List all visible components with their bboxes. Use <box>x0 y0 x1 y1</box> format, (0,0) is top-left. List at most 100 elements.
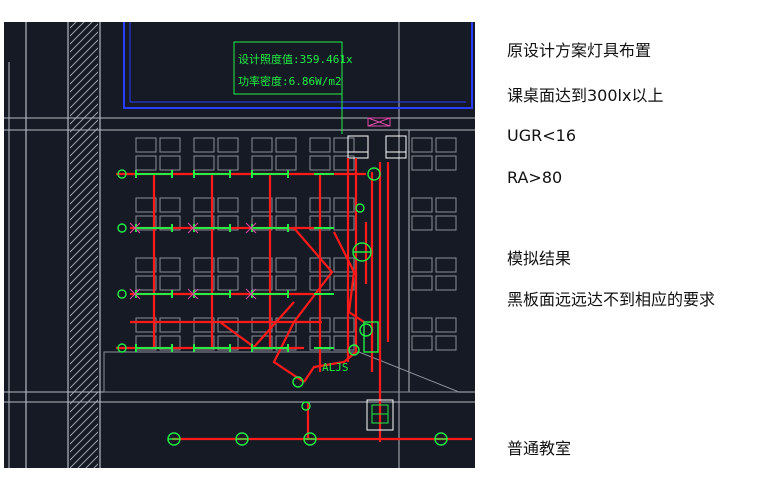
desk <box>333 137 355 153</box>
desk <box>275 275 297 291</box>
desk <box>435 275 457 291</box>
desk <box>193 257 215 273</box>
lamp-fixture <box>245 222 289 234</box>
desk <box>193 215 215 231</box>
desk <box>275 215 297 231</box>
lamp-fixture <box>129 288 173 300</box>
red-wiring <box>116 158 472 442</box>
desk <box>411 257 433 273</box>
lamp-fixture <box>251 170 289 178</box>
desk <box>159 335 181 351</box>
desk <box>333 335 355 351</box>
desk <box>193 155 215 171</box>
exterior-walls <box>4 22 475 468</box>
desk <box>251 257 273 273</box>
desk <box>435 197 457 213</box>
desk <box>411 197 433 213</box>
desk <box>135 215 157 231</box>
panel-label: ALJS <box>322 361 349 374</box>
desk <box>411 275 433 291</box>
desk <box>159 137 181 153</box>
lamp-fixture <box>245 288 289 300</box>
cad-drawing: 设计照度值:359.461x 功率密度:6.86W/m2 <box>4 22 475 468</box>
desk <box>333 317 355 333</box>
desk <box>435 257 457 273</box>
desk <box>251 215 273 231</box>
electrical-panel: ALJS <box>322 361 394 431</box>
desk <box>275 317 297 333</box>
desk <box>193 335 215 351</box>
desk <box>193 197 215 213</box>
desk <box>435 335 457 351</box>
desk <box>411 155 433 171</box>
desk <box>309 155 331 171</box>
desk <box>217 197 239 213</box>
desk <box>217 335 239 351</box>
lamp-fixture <box>135 170 173 178</box>
desk <box>333 155 355 171</box>
note-simulation-title: 模拟结果 <box>507 249 572 268</box>
podium <box>103 351 460 393</box>
desk <box>251 197 273 213</box>
distribution-boxes <box>347 135 407 159</box>
desk <box>159 257 181 273</box>
lamp-fixture <box>187 222 231 234</box>
desk <box>333 275 355 291</box>
lamp-fixture <box>251 344 289 352</box>
desk <box>435 155 457 171</box>
desk <box>435 317 457 333</box>
desk <box>217 317 239 333</box>
desk <box>435 215 457 231</box>
note-ugr: UGR<16 <box>507 126 576 145</box>
illuminance-annotation: 设计照度值:359.461x 功率密度:6.86W/m2 <box>233 41 353 134</box>
desk <box>159 155 181 171</box>
desk <box>333 257 355 273</box>
desk <box>193 137 215 153</box>
desk <box>135 257 157 273</box>
note-title: 原设计方案灯具布置 <box>507 41 652 60</box>
desk <box>275 137 297 153</box>
lamp-fixture <box>193 170 231 178</box>
lamp-fixtures <box>129 170 334 352</box>
desk <box>135 155 157 171</box>
desk <box>275 257 297 273</box>
wall-fixtures <box>117 167 448 446</box>
desk <box>217 275 239 291</box>
desk <box>135 137 157 153</box>
note-ra: RA>80 <box>507 168 563 187</box>
desk <box>411 335 433 351</box>
desk <box>309 137 331 153</box>
desk <box>411 317 433 333</box>
desk <box>333 215 355 231</box>
desk <box>251 275 273 291</box>
desk <box>135 335 157 351</box>
room-boundary <box>123 22 473 109</box>
desk <box>251 137 273 153</box>
desk <box>411 215 433 231</box>
desk <box>251 317 273 333</box>
note-desk-illuminance: 课桌面达到300lx以上 <box>507 86 664 105</box>
desk <box>159 197 181 213</box>
desk <box>435 137 457 153</box>
desk <box>251 335 273 351</box>
illuminance-value-text: 设计照度值:359.461x <box>238 52 353 66</box>
note-room-type: 普通教室 <box>507 439 572 458</box>
desk <box>193 275 215 291</box>
desk <box>275 155 297 171</box>
desk <box>159 215 181 231</box>
desk <box>217 155 239 171</box>
lamp-fixture <box>187 288 231 300</box>
desk <box>275 197 297 213</box>
desk <box>333 197 355 213</box>
desk <box>251 155 273 171</box>
desk <box>159 275 181 291</box>
hatched-wall <box>70 22 98 468</box>
note-simulation-result: 黑板面远远达不到相应的要求 <box>507 290 716 309</box>
desk <box>135 317 157 333</box>
desk <box>159 317 181 333</box>
desk <box>217 215 239 231</box>
lamp-fixture <box>193 344 231 352</box>
lamp-fixture <box>135 344 173 352</box>
ceiling-fixture-top <box>367 117 391 127</box>
lamp-fixture <box>129 222 173 234</box>
